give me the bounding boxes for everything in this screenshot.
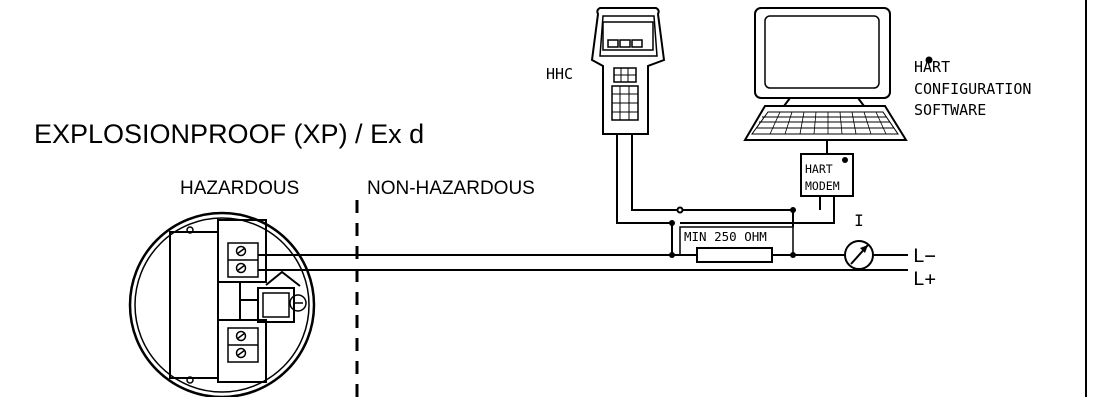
hazardous-label: HAZARDOUS [180, 178, 299, 199]
modem-label-line1: HART [805, 162, 833, 176]
hhc-device [590, 7, 666, 135]
modem-label-line2: MODEM [805, 179, 840, 193]
diagram-title: EXPLOSIONPROOF (XP) / Ex d [34, 119, 424, 149]
software-label-line1: HART [914, 58, 950, 76]
loop-wires [258, 254, 908, 271]
hart-modem-box [800, 153, 854, 197]
current-label: I [854, 211, 864, 230]
hhc-cable [616, 134, 794, 255]
ammeter [844, 240, 874, 270]
resistor-bracket [679, 226, 794, 255]
transmitter-housing [128, 211, 316, 397]
junction-dot [669, 252, 675, 258]
modem-reg-dot [842, 157, 848, 163]
software-label-line2: CONFIGURATION [914, 80, 1031, 98]
modem-cable [680, 196, 835, 224]
terminal-l-plus: L+ [913, 268, 936, 290]
resistor [696, 247, 773, 263]
software-reg-dot [925, 56, 933, 64]
software-label-line3: SOFTWARE [914, 101, 986, 119]
non-hazardous-label: NON-HAZARDOUS [367, 178, 535, 199]
junction-dot [669, 220, 675, 226]
junction-dot [790, 207, 796, 213]
hhc-label: HHC [546, 65, 573, 83]
resistor-label: MIN 250 OHM [684, 229, 767, 244]
wire-crossover [676, 206, 684, 214]
terminal-l-minus: L− [913, 245, 936, 267]
junction-dot [790, 252, 796, 258]
configuration-pc [743, 7, 908, 141]
